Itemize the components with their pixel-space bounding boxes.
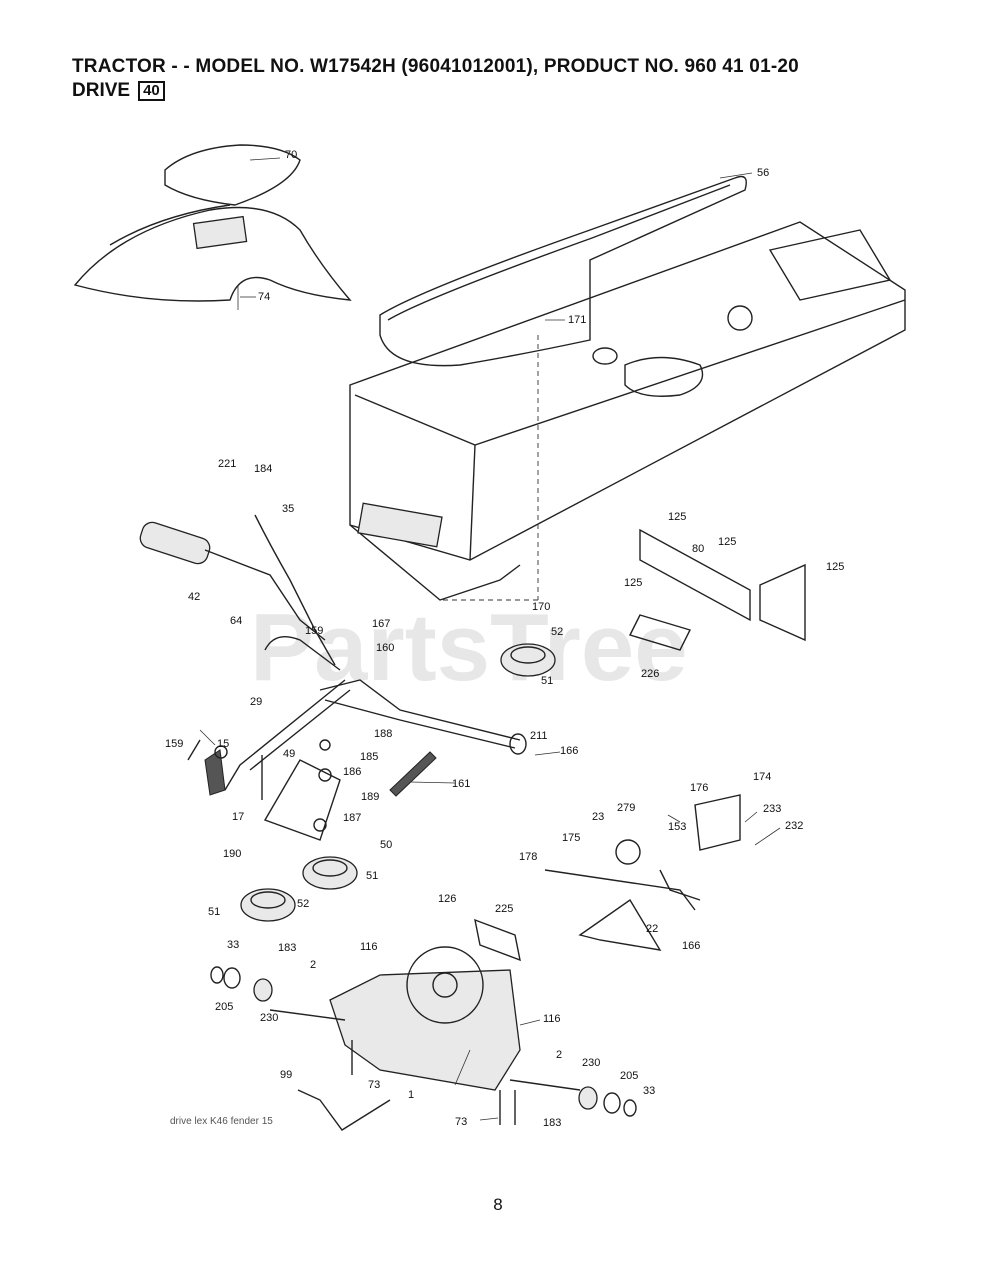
callout: 161 (452, 778, 470, 790)
callout: 178 (519, 851, 537, 863)
callout: 185 (360, 751, 378, 763)
callout: 184 (254, 463, 272, 475)
callout: 22 (646, 923, 658, 935)
callout: 153 (668, 821, 686, 833)
diagram-caption: drive lex K46 fender 15 (170, 1116, 273, 1127)
axle-hardware (210, 966, 637, 1117)
page-title: TRACTOR - - MODEL NO. W17542H (960410120… (72, 56, 799, 77)
callout: 125 (624, 577, 642, 589)
callout: 15 (217, 738, 229, 750)
shift-lever (139, 514, 341, 671)
callout: 170 (532, 601, 550, 613)
callout: 33 (643, 1085, 655, 1097)
callout: 183 (543, 1117, 561, 1129)
callout: 50 (380, 839, 392, 851)
transmission (269, 918, 581, 1131)
callout: 176 (690, 782, 708, 794)
callout: 205 (620, 1070, 638, 1082)
callout: 64 (230, 615, 242, 627)
callout: 51 (366, 870, 378, 882)
callout: 126 (438, 893, 456, 905)
callout: 211 (530, 730, 548, 742)
callout: 187 (343, 812, 361, 824)
callout: 188 (374, 728, 392, 740)
callout: 171 (568, 314, 586, 326)
callout: 51 (541, 675, 553, 687)
callout: 52 (551, 626, 563, 638)
brake-arm (544, 794, 741, 951)
tractor-frame (349, 221, 906, 601)
callout: 167 (372, 618, 390, 630)
callout: 2 (556, 1049, 562, 1061)
mounting-bracket (629, 528, 806, 651)
section-number-badge: 40 (138, 81, 165, 101)
callout: 160 (376, 642, 394, 654)
section-subtitle: DRIVE 40 (72, 80, 972, 102)
callout: 56 (757, 167, 769, 179)
page-number: 8 (493, 1195, 503, 1214)
callout: 233 (763, 803, 781, 815)
callout: 29 (250, 696, 262, 708)
page-header: TRACTOR - - MODEL NO. W17542H (960410120… (72, 56, 972, 102)
callout: 35 (282, 503, 294, 515)
callout: 175 (562, 832, 580, 844)
callout: 73 (455, 1116, 467, 1128)
callout: 205 (215, 1001, 233, 1013)
drive-belt (379, 175, 747, 367)
callout: 174 (753, 771, 771, 783)
callout: 186 (343, 766, 361, 778)
brake-linkage (187, 679, 351, 800)
callout: 159 (305, 625, 323, 637)
callout: 74 (258, 291, 270, 303)
callout: 51 (208, 906, 220, 918)
callout: 221 (218, 458, 236, 470)
callout: 2 (310, 959, 316, 971)
leader-lines (199, 157, 781, 1121)
callout: 125 (668, 511, 686, 523)
callout: 116 (360, 941, 378, 953)
callout: 225 (495, 903, 513, 915)
pulleys (240, 643, 556, 922)
section-name: DRIVE (72, 80, 131, 101)
callout: 70 (285, 149, 297, 161)
callout: 232 (785, 820, 803, 832)
callout: 49 (283, 748, 295, 760)
callout: 73 (368, 1079, 380, 1091)
callout: 230 (260, 1012, 278, 1024)
callout: 52 (297, 898, 309, 910)
callout: 80 (692, 543, 704, 555)
callout: 23 (592, 811, 604, 823)
callout: 166 (682, 940, 700, 952)
callout: 226 (641, 668, 659, 680)
fender-assembly (73, 144, 352, 310)
cross-shaft (319, 679, 527, 797)
callout: 33 (227, 939, 239, 951)
callout: 166 (560, 745, 578, 757)
callout-labels: 70 56 74 171 221 184 35 42 125 80 125 12… (165, 149, 844, 1129)
watermark: PartsTree (250, 594, 688, 701)
callout: 125 (718, 536, 736, 548)
callout: 42 (188, 591, 200, 603)
callout: 99 (280, 1069, 292, 1081)
callout: 190 (223, 848, 241, 860)
callout: 1 (408, 1089, 414, 1101)
callout: 17 (232, 811, 244, 823)
callout: 183 (278, 942, 296, 954)
idler-bracket (263, 739, 341, 841)
callout: 125 (826, 561, 844, 573)
callout: 189 (361, 791, 379, 803)
callout: 159 (165, 738, 183, 750)
callout: 230 (582, 1057, 600, 1069)
callout: 279 (617, 802, 635, 814)
callout: 116 (543, 1013, 561, 1025)
